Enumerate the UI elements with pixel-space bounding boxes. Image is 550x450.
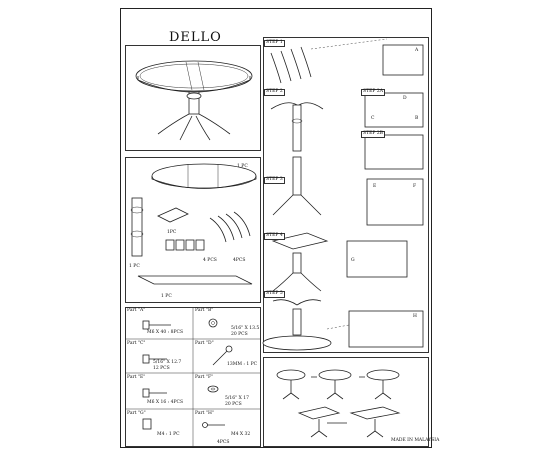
components-panel bbox=[125, 157, 261, 303]
part-c-spec: 5/16" X 12.7 bbox=[153, 360, 182, 365]
part-f-qty: 20 PCS bbox=[225, 402, 242, 407]
parts-grid-lines bbox=[125, 307, 261, 447]
extension-drawing bbox=[276, 369, 401, 438]
part-h-qty: 4PCS bbox=[217, 440, 230, 445]
step-3-label: STEP 3 bbox=[264, 177, 285, 184]
step-2-label: STEP 2 bbox=[264, 89, 285, 96]
components-drawing bbox=[130, 163, 257, 285]
steps-drawing bbox=[262, 38, 424, 351]
qty-plate: 1PC bbox=[167, 230, 177, 235]
part-f-label: Part "F" bbox=[195, 375, 214, 380]
qty-legs: 4PCS bbox=[233, 258, 246, 263]
step-4-label: STEP 4 bbox=[264, 233, 285, 240]
extension-panel bbox=[263, 357, 429, 447]
part-d-spec: 13MM : 1 PC bbox=[227, 362, 258, 367]
callout-d: D bbox=[403, 96, 407, 101]
part-e-spec: M6 X 16 : 4PCS bbox=[147, 400, 184, 405]
hardware-icons bbox=[142, 318, 233, 430]
table-assembled-drawing bbox=[135, 60, 253, 141]
hero-panel bbox=[125, 45, 261, 151]
step-2b-label: STEP 2B bbox=[361, 131, 385, 138]
part-h-spec: M4 X 32 bbox=[231, 432, 251, 437]
callout-e: E bbox=[373, 184, 377, 189]
part-b-qty: 20 PCS bbox=[231, 332, 248, 337]
callout-c: C bbox=[371, 116, 375, 121]
part-a-label: Part "A" bbox=[127, 308, 146, 313]
callout-a: A bbox=[415, 48, 419, 53]
part-h-label: Part "H" bbox=[195, 411, 214, 416]
part-b-label: Part "B" bbox=[195, 308, 214, 313]
callout-f: F bbox=[413, 184, 417, 189]
part-c-qty: 12 PCS bbox=[153, 366, 170, 371]
part-e-label: Part "E" bbox=[127, 375, 146, 380]
steps-panel bbox=[263, 37, 429, 353]
callout-h: H bbox=[413, 314, 417, 319]
part-a-spec: M6 X 40 : 8PCS bbox=[147, 330, 184, 335]
part-g-spec: M4 : 1 PC bbox=[157, 432, 180, 437]
part-f-spec: 5/16" X 17 bbox=[225, 396, 249, 401]
footer-made-in: MADE IN MALAYSIA bbox=[391, 438, 440, 443]
qty-top: 1 PC bbox=[237, 164, 248, 169]
qty-leaf: 1 PC bbox=[161, 294, 172, 299]
step-2a-label: STEP 2A bbox=[361, 89, 385, 96]
product-title: DELLO bbox=[169, 30, 222, 45]
instruction-sheet: DELLO 1 PC 1 PC 1PC 4 PCS 4PCS 1 PC bbox=[120, 8, 439, 448]
callout-g: G bbox=[351, 258, 355, 263]
part-d-label: Part "D" bbox=[195, 341, 214, 346]
part-b-spec: 5/16" X 13.5 bbox=[231, 326, 260, 331]
step-5-label: STEP 5 bbox=[264, 291, 285, 298]
callout-b: B bbox=[415, 116, 419, 121]
part-c-label: Part "C" bbox=[127, 341, 146, 346]
qty-leg: 1 PC bbox=[129, 264, 140, 269]
step-1-label: STEP 1 bbox=[264, 40, 285, 47]
qty-blocks: 4 PCS bbox=[203, 258, 217, 263]
part-g-label: Part "G" bbox=[127, 411, 146, 416]
